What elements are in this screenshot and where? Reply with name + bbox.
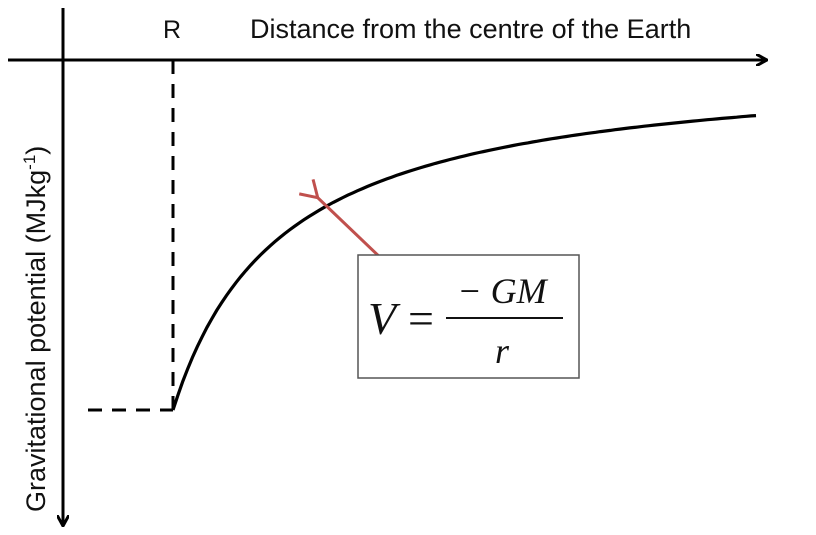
- y-axis-title: Gravitational potential (MJkg-1): [20, 146, 51, 512]
- x-axis-title: Distance from the centre of the Earth: [250, 14, 691, 44]
- radius-marker-label: R: [163, 16, 181, 44]
- formula-box: [357, 254, 580, 379]
- formula-denominator: r: [495, 331, 510, 371]
- potential-curve: [171, 114, 757, 411]
- y-axis-title-sup: -1: [20, 155, 39, 170]
- y-axis-title-close: ): [21, 146, 51, 155]
- formula-numerator: − GM: [457, 271, 548, 311]
- formula-pointer-arrow: [317, 197, 387, 264]
- formula-lhs: V: [368, 293, 401, 344]
- formula-equals: =: [408, 293, 434, 344]
- y-axis-title-main: Gravitational potential (MJkg: [21, 170, 51, 512]
